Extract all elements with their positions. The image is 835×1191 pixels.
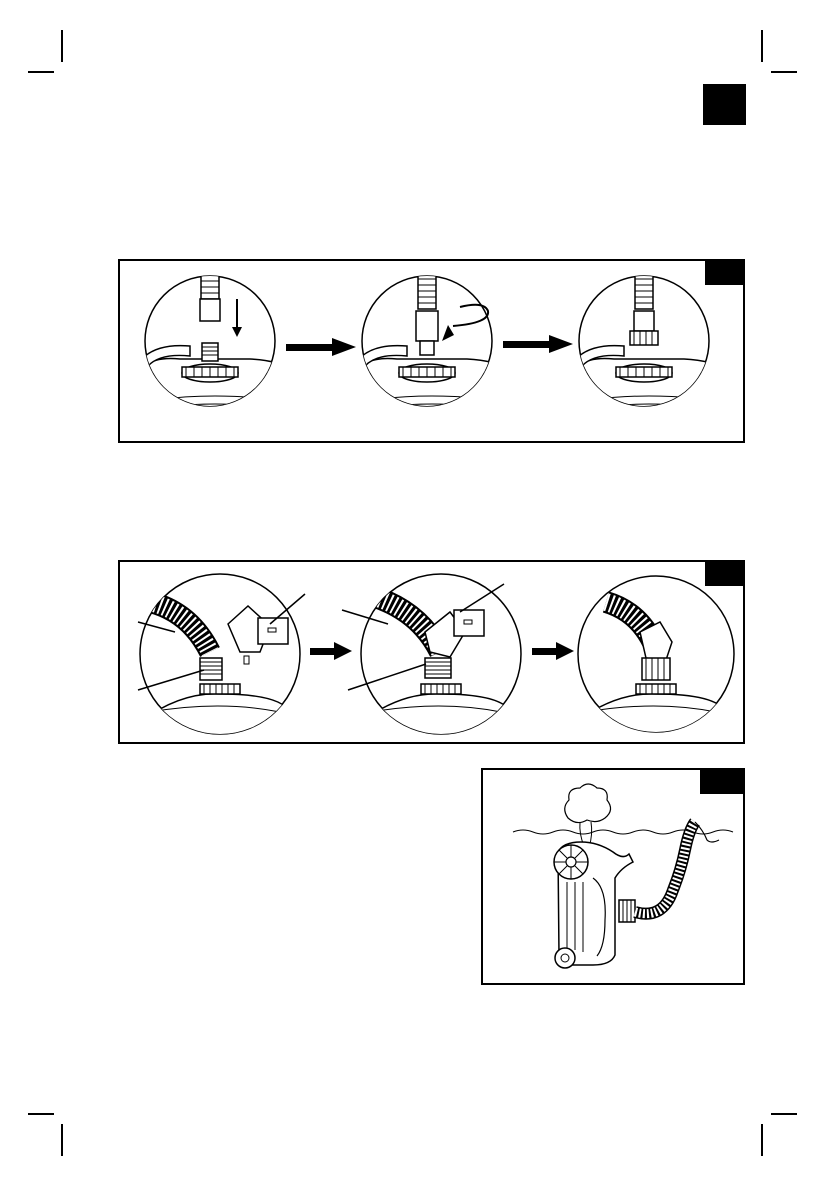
- step-2-twist-lock: [357, 261, 517, 411]
- step-1-align-elbow: [138, 574, 305, 742]
- crop-mark-bottom-left-v: [61, 1124, 63, 1156]
- step-2-fit-elbow: [342, 574, 521, 742]
- right-arrow-icon: [503, 335, 573, 353]
- swivel-hose: [619, 822, 719, 922]
- figure-panel-cleaner-in-water: [481, 768, 745, 985]
- crop-mark-top-right-h: [771, 71, 797, 73]
- crop-mark-top-right-v: [761, 30, 763, 62]
- figure-number-tag: [705, 562, 743, 586]
- connect-hose-illustration: [120, 261, 743, 441]
- air-bubbles-icon: [565, 784, 611, 848]
- figure-number-tag: [700, 770, 743, 794]
- step-3-assembled: [576, 576, 734, 742]
- section-tab-marker: [703, 84, 746, 125]
- figure-panel-connect-hose: [118, 259, 745, 443]
- crop-mark-bottom-left-h: [28, 1113, 54, 1115]
- right-arrow-icon: [286, 338, 356, 356]
- step-1-push-down: [140, 261, 300, 411]
- crop-mark-top-left-h: [28, 71, 54, 73]
- crop-mark-bottom-right-v: [761, 1124, 763, 1156]
- figure-panel-attach-elbow: [118, 560, 745, 744]
- crop-mark-bottom-right-h: [771, 1113, 797, 1115]
- right-arrow-icon: [532, 642, 574, 660]
- cleaner-in-water-illustration: [483, 770, 743, 983]
- crop-mark-top-left-v: [61, 30, 63, 62]
- figure-number-tag: [705, 261, 743, 285]
- attach-elbow-illustration: [120, 562, 743, 742]
- water-surface: [513, 830, 733, 834]
- right-arrow-icon: [310, 642, 352, 660]
